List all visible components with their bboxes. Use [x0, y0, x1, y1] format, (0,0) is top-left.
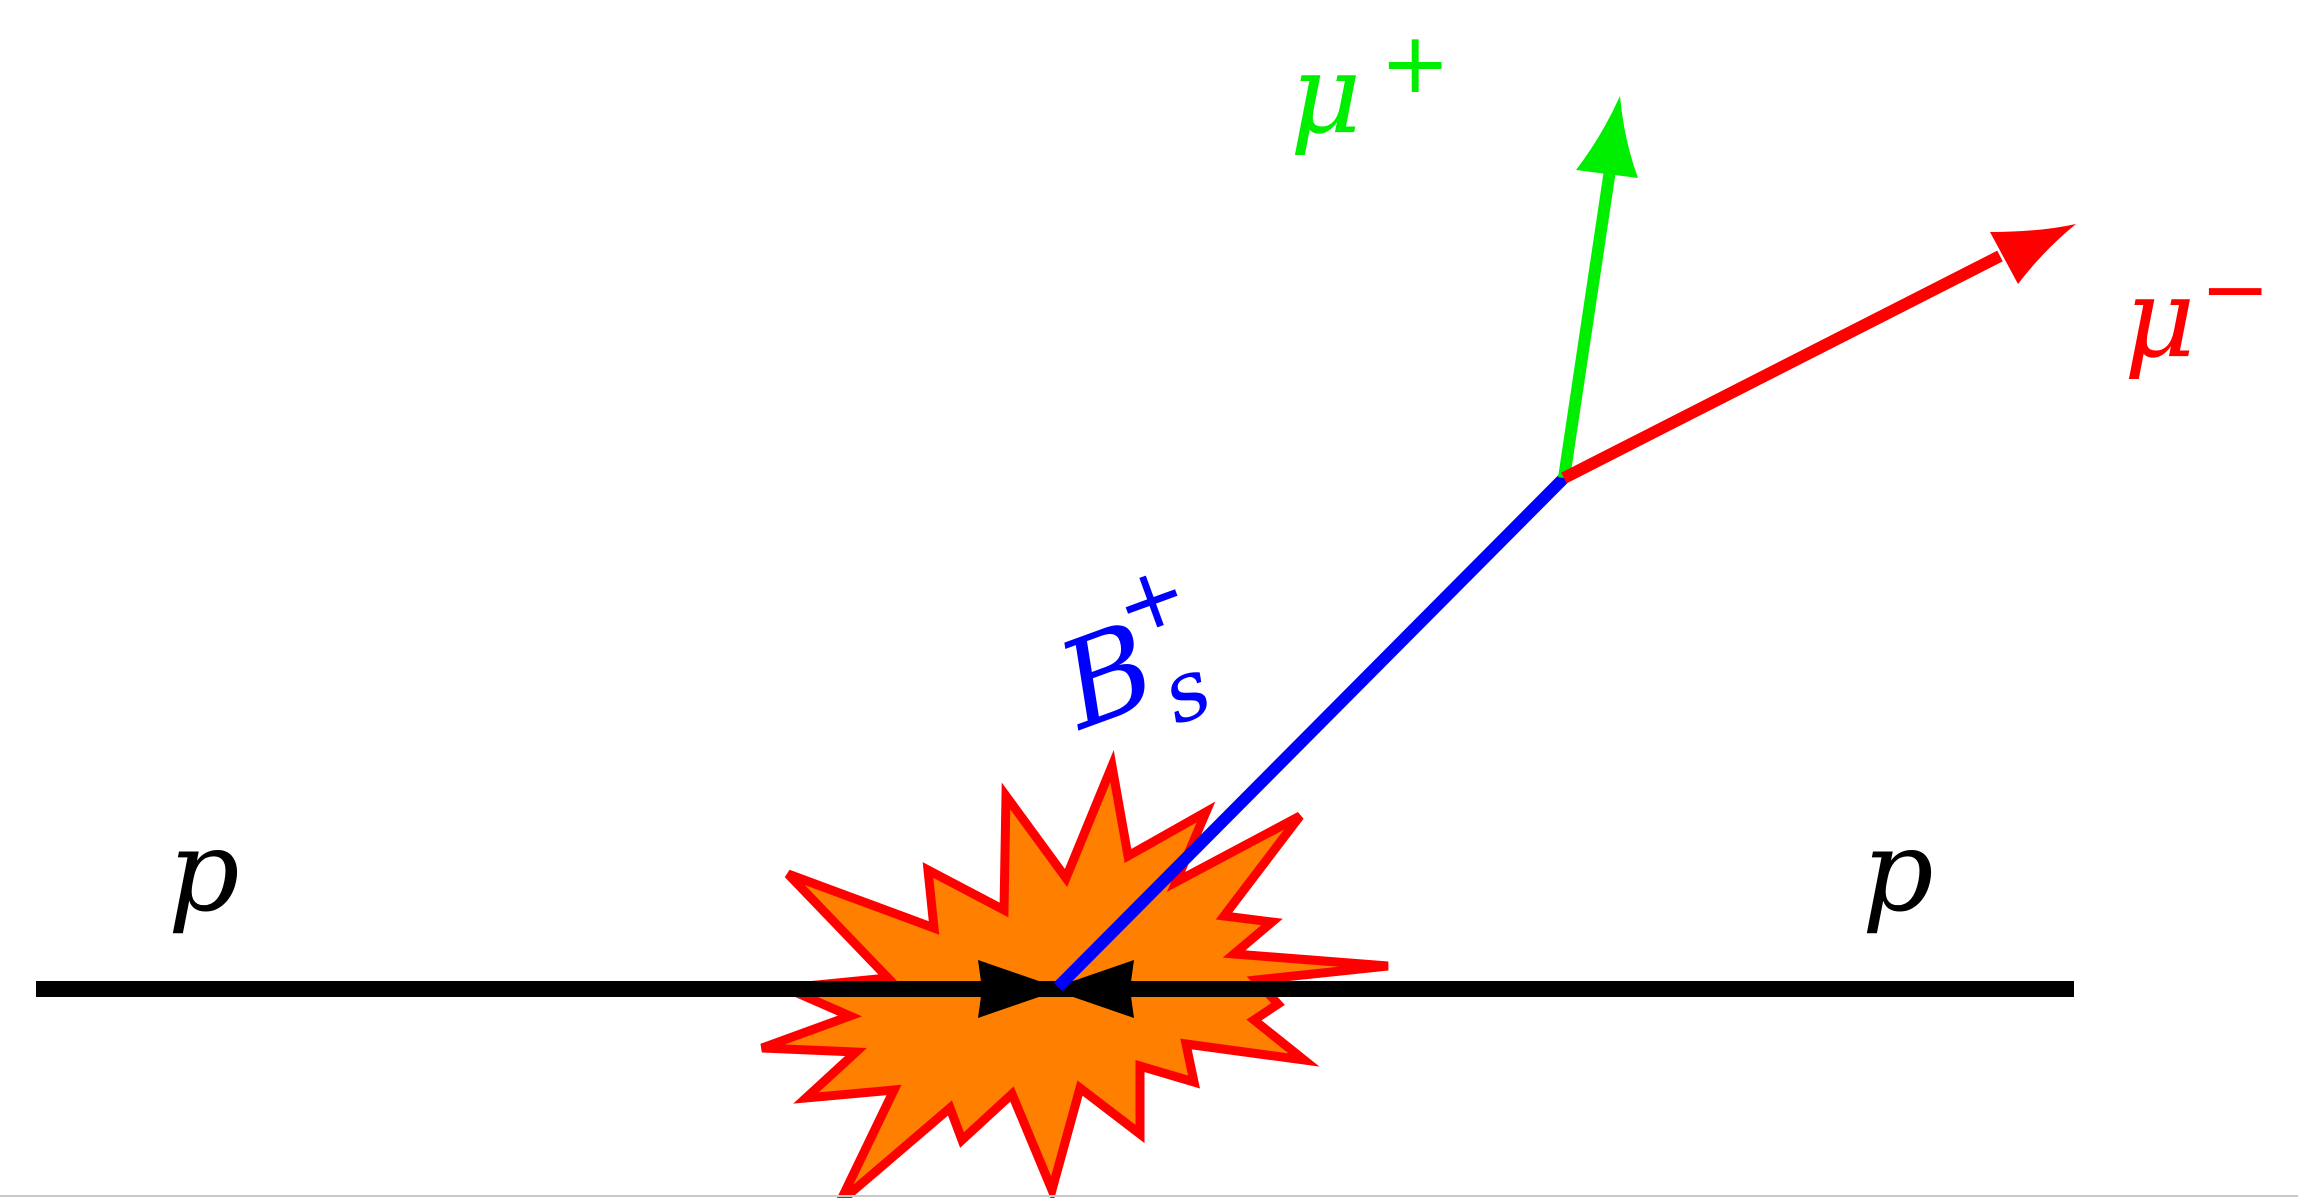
muon-minus-label-charge: −: [2200, 240, 2270, 338]
muon-minus-label: μ −: [2124, 240, 2270, 382]
muon-plus-label-charge: +: [1380, 14, 1450, 112]
proton-label-left: p: [168, 807, 240, 937]
muon-minus-arrowhead-icon: [1990, 224, 2076, 284]
muon-minus-label-main: μ: [2124, 254, 2196, 382]
muon-minus-track: [1561, 250, 2003, 484]
bs-label: B + s: [1040, 541, 1223, 758]
bs-track: [1053, 473, 1569, 992]
muon-plus-arrowhead-icon: [1576, 96, 1638, 178]
beam-arrow-right-icon: [1050, 960, 1134, 1018]
muon-plus-track: [1558, 169, 1616, 479]
beam-arrow-left-icon: [978, 960, 1062, 1018]
muon-plus-label: μ +: [1290, 14, 1450, 158]
muon-plus-label-main: μ: [1290, 30, 1362, 158]
proton-label-right: p: [1862, 807, 1934, 937]
